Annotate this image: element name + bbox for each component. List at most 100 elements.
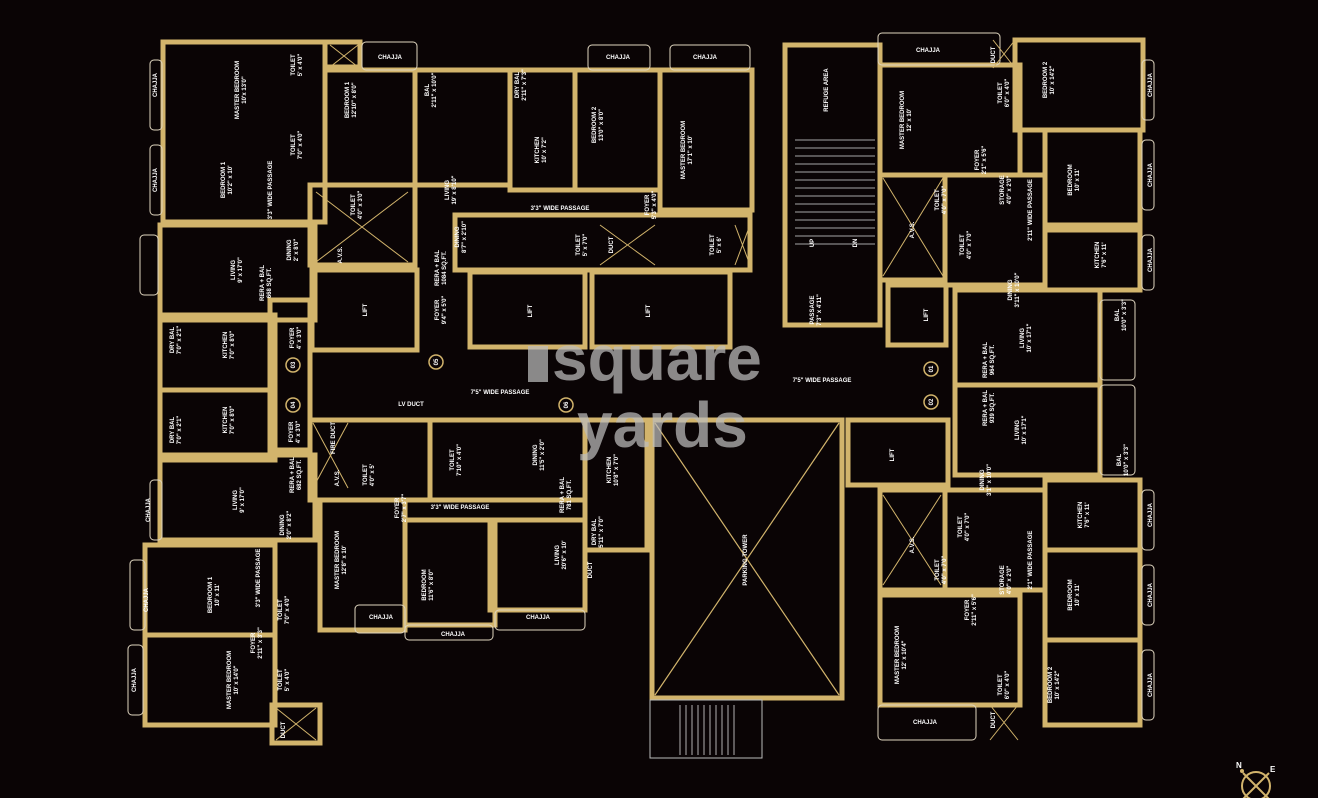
- room-name: A.V.S.: [910, 536, 916, 553]
- room-name: A.V.S.: [335, 469, 341, 486]
- room-name: DUCT: [281, 721, 287, 738]
- room-name: TOILET: [998, 82, 1004, 104]
- room-name: DINING: [455, 226, 461, 247]
- flat-marker-circle: [285, 357, 301, 373]
- room-dimensions: 17'1" x 10': [688, 135, 694, 165]
- room-dimensions: 4'0" x 2'0": [1007, 176, 1013, 205]
- room-label: CHAJJA: [1148, 582, 1154, 607]
- chajja-outline: [404, 624, 494, 641]
- room-name: TOILET: [998, 674, 1004, 696]
- room-label: FIRE DUCT: [331, 422, 337, 454]
- room-dimensions: 5' x 6': [717, 236, 723, 253]
- room-name: DINING: [280, 514, 286, 535]
- flat-marker-number: 05: [434, 358, 440, 365]
- room-name: MASTER BEDROOM: [895, 626, 901, 684]
- chajja-outline: [354, 604, 406, 634]
- room-dimensions: 4'0" x 2'0": [1007, 566, 1013, 595]
- room-name: FIRE DUCT: [331, 422, 337, 454]
- room-dimensions: 5'11" x 7'0": [599, 516, 605, 548]
- room-label: CHAJJA: [153, 167, 159, 192]
- room-label: DN: [853, 239, 859, 248]
- room-label: 3'3" WIDE PASSAGE: [431, 505, 490, 511]
- room-name: STORAGE: [1000, 175, 1006, 205]
- room-dimensions: 964 SQ.FT.: [990, 345, 996, 376]
- room-label: A.V.S.: [338, 246, 344, 263]
- room-dimensions: 5' x 7'0": [583, 234, 589, 257]
- room-name: LIFT: [890, 448, 896, 461]
- room-dimensions: 11'6" x 8'0": [429, 569, 435, 601]
- room-dimensions: 939 SQ.FT.: [990, 393, 996, 424]
- room-label: DUCT: [991, 711, 997, 728]
- wall: [269, 702, 323, 746]
- room-name: CHAJJA: [1148, 162, 1154, 187]
- room-name: 3'3" WIDE PASSAGE: [531, 206, 590, 212]
- room-dimensions: 13'0" x 8'0": [599, 109, 605, 141]
- room-name: CHAJJA: [153, 72, 159, 97]
- room-label: CHAJJA: [606, 55, 631, 61]
- chajja-outline: [877, 704, 977, 741]
- room-name: BEDROOM 2: [1048, 666, 1054, 703]
- room-name: PARKING TOWER: [743, 534, 749, 586]
- wall: [142, 632, 278, 728]
- room-name: DINING: [533, 444, 539, 465]
- room-label: DUCT: [588, 561, 594, 578]
- room-name: FOYER: [395, 497, 401, 518]
- wall: [317, 497, 408, 633]
- room-name: BEDROOM: [1068, 164, 1074, 195]
- room-label: LIFT: [363, 303, 369, 316]
- room-label: A.V.S.: [335, 469, 341, 486]
- room-dimensions: 10' x 14'0": [234, 665, 240, 694]
- room-label: DUCT: [281, 721, 287, 738]
- chajja-outline: [149, 59, 163, 131]
- room-name: TOILET: [576, 234, 582, 256]
- room-dimensions: 4'0" x 7'0": [942, 186, 948, 215]
- room-name: CHAJJA: [1148, 247, 1154, 272]
- room-dimensions: 7'6" x 11': [1102, 242, 1108, 268]
- compass-east: E: [1270, 765, 1276, 774]
- room-name: TOILET: [935, 189, 941, 211]
- room-name: FOYER: [965, 599, 971, 620]
- room-name: DRY BAL: [170, 417, 176, 444]
- room-name: RERA + BAL: [983, 390, 989, 426]
- room-dimensions: 2'1" x 5'6": [982, 146, 988, 175]
- room-name: LIFT: [363, 303, 369, 316]
- wall: [307, 182, 418, 268]
- room-name: BEDROOM 2: [1043, 61, 1049, 98]
- room-dimensions: 7'10" x 4'0": [457, 444, 463, 476]
- room-name: LIVING: [231, 260, 237, 280]
- chajja-outline: [1141, 234, 1155, 291]
- room-name: LIVING: [1020, 328, 1026, 348]
- chajja-outline: [1099, 299, 1136, 381]
- wall: [845, 417, 951, 488]
- room-label: 7'5" WIDE PASSAGE: [793, 378, 852, 384]
- room-dimensions: 4'0" x 3'0": [358, 191, 364, 220]
- room-dimensions: 4'0" x 7'0": [942, 556, 948, 585]
- flat-marker-number: 04: [291, 401, 297, 408]
- room-dimensions: 10' x 11': [215, 583, 221, 606]
- watermark-line1: square: [552, 322, 762, 394]
- room-name: DUCT: [991, 711, 997, 728]
- room-name: KITCHEN: [535, 137, 541, 164]
- room-label: 3'3" WIDE PASSAGE: [256, 549, 262, 608]
- room-label: REFUGE AREA: [824, 68, 830, 112]
- room-dimensions: 19' x 8'10": [452, 175, 458, 204]
- room-label: LV DUCT: [398, 402, 424, 408]
- room-name: BAL: [1115, 309, 1121, 322]
- wall: [452, 212, 753, 273]
- wall: [402, 517, 498, 628]
- room-dimensions: 5' x 4'0": [298, 54, 304, 77]
- room-name: DUCT: [609, 236, 615, 253]
